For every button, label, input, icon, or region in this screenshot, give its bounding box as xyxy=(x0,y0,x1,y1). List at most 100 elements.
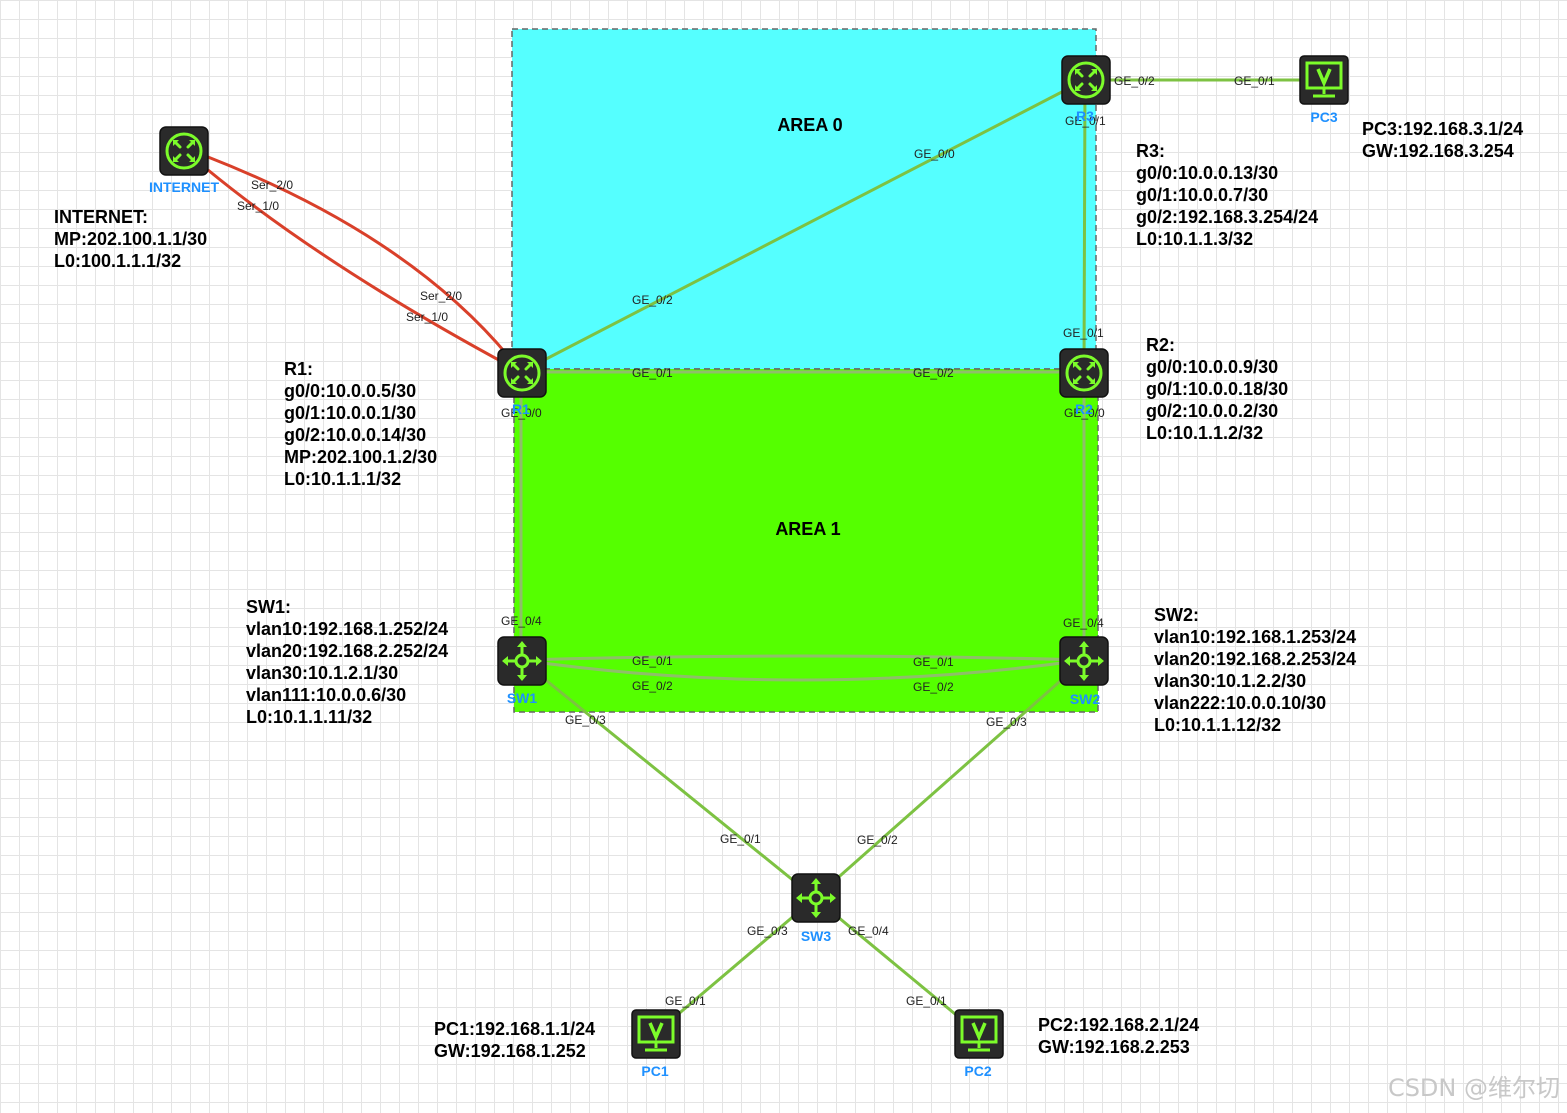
info-line: L0:10.1.1.11/32 xyxy=(246,707,373,727)
port-label: GE_0/1 xyxy=(913,655,954,669)
pc-icon xyxy=(631,1009,681,1059)
info-line: vlan30:10.1.2.1/30 xyxy=(246,663,399,683)
pc3-info: PC3:192.168.3.1/24 GW:192.168.3.254 xyxy=(1362,118,1523,162)
sw3-switch[interactable]: SW3 xyxy=(791,873,841,944)
pc3-host[interactable]: PC3 xyxy=(1299,55,1349,125)
info-line: vlan10:192.168.1.252/24 xyxy=(246,619,449,639)
link-sw1-sw3[interactable] xyxy=(520,658,816,900)
info-line: vlan111:10.0.0.6/30 xyxy=(246,685,407,705)
port-label: Ser_1/0 xyxy=(237,199,279,213)
r3-router[interactable]: R3 xyxy=(1061,55,1111,124)
device-label: PC1 xyxy=(641,1063,668,1079)
port-label: GE_0/1 xyxy=(1065,114,1106,128)
port-label: GE_0/1 xyxy=(1063,326,1104,340)
port-label: GE_0/2 xyxy=(913,680,954,694)
area-0-region xyxy=(511,28,1097,370)
internet-router[interactable]: INTERNET xyxy=(149,126,219,195)
device-label: SW1 xyxy=(507,690,538,706)
link-r1-r3[interactable] xyxy=(520,78,1086,374)
router-icon xyxy=(159,126,209,176)
port-label: GE_0/0 xyxy=(501,406,542,420)
router-icon xyxy=(1061,55,1111,105)
pc1-info: PC1:192.168.1.1/24 GW:192.168.1.252 xyxy=(434,1018,595,1062)
device-label: INTERNET xyxy=(149,179,219,195)
device-label: SW3 xyxy=(801,928,832,944)
link-r3-r2[interactable] xyxy=(1082,79,1087,373)
port-label: GE_0/2 xyxy=(1114,74,1155,88)
pc-icon xyxy=(1299,55,1349,105)
port-label: GE_0/2 xyxy=(857,833,898,847)
port-label: GE_0/1 xyxy=(632,366,673,380)
r2-router[interactable]: R2 xyxy=(1059,348,1109,417)
port-label: GE_0/0 xyxy=(914,147,955,161)
pc1-host[interactable]: PC1 xyxy=(631,1009,681,1079)
serial-link-1[interactable] xyxy=(207,168,522,374)
info-line: R3: xyxy=(1136,141,1166,161)
area-1-region xyxy=(513,368,1099,713)
info-line: MP:202.100.1.2/30 xyxy=(284,447,438,467)
device-label: SW2 xyxy=(1070,691,1101,707)
port-label: GE_0/4 xyxy=(848,924,889,938)
info-line: g0/1:10.0.0.18/30 xyxy=(1146,379,1289,399)
port-label: GE_0/2 xyxy=(913,366,954,380)
info-line: g0/2:10.0.0.2/30 xyxy=(1146,401,1279,421)
info-line: PC3:192.168.3.1/24 xyxy=(1362,119,1524,139)
port-label: GE_0/1 xyxy=(632,654,673,668)
info-line: g0/1:10.0.0.1/30 xyxy=(284,403,417,423)
port-label: GE_0/3 xyxy=(986,715,1027,729)
sw2-info: SW2: vlan10:192.168.1.253/24 vlan20:192.… xyxy=(1154,604,1356,736)
serial-link-2[interactable] xyxy=(207,155,523,373)
info-line: g0/0:10.0.0.5/30 xyxy=(284,381,417,401)
port-label: GE_0/3 xyxy=(565,713,606,727)
info-line: vlan30:10.1.2.2/30 xyxy=(1154,671,1307,691)
info-line: SW2: xyxy=(1154,605,1199,625)
info-line: vlan20:192.168.2.253/24 xyxy=(1154,649,1357,669)
r1-info: R1: g0/0:10.0.0.5/30 g0/1:10.0.0.1/30 g0… xyxy=(284,358,437,490)
device-label: R3 xyxy=(1076,108,1094,124)
info-line: MP:202.100.1.1/30 xyxy=(54,229,208,249)
info-line: L0:10.1.1.2/32 xyxy=(1146,423,1264,443)
r2-info: R2: g0/0:10.0.0.9/30 g0/1:10.0.0.18/30 g… xyxy=(1146,334,1288,444)
port-label: Ser_2/0 xyxy=(420,289,462,303)
watermark: CSDN @维尔切 xyxy=(1388,1074,1560,1102)
info-line: GW:192.168.1.252 xyxy=(434,1041,586,1061)
info-line: g0/2:10.0.0.14/30 xyxy=(284,425,427,445)
port-label: GE_0/1 xyxy=(906,994,947,1008)
info-line: L0:100.1.1.1/32 xyxy=(54,251,182,271)
r3-info: R3: g0/0:10.0.0.13/30 g0/1:10.0.0.7/30 g… xyxy=(1136,140,1318,250)
info-line: PC1:192.168.1.1/24 xyxy=(434,1019,596,1039)
info-line: GW:192.168.2.253 xyxy=(1038,1037,1190,1057)
link-sw3-pc1[interactable] xyxy=(655,896,816,1035)
info-line: R2: xyxy=(1146,335,1176,355)
sw2-switch[interactable]: SW2 xyxy=(1059,636,1109,707)
pc2-host[interactable]: PC2 xyxy=(954,1009,1004,1079)
switch-icon xyxy=(791,873,841,923)
sw1-info: SW1: vlan10:192.168.1.252/24 vlan20:192.… xyxy=(246,596,448,728)
r1-router[interactable]: R1 xyxy=(497,348,547,417)
router-icon xyxy=(497,348,547,398)
link-sw3-pc2[interactable] xyxy=(814,896,979,1035)
sw1-switch[interactable]: SW1 xyxy=(497,636,547,706)
info-line: g0/0:10.0.0.13/30 xyxy=(1136,163,1279,183)
info-line: L0:10.1.1.1/32 xyxy=(284,469,402,489)
link-sw1-sw2-1[interactable] xyxy=(520,654,1085,662)
link-sw1-sw2-2[interactable] xyxy=(520,658,1085,682)
port-label: GE_0/4 xyxy=(501,614,542,628)
switch-icon xyxy=(1059,636,1109,686)
port-label: GE_0/1 xyxy=(720,832,761,846)
device-label: PC2 xyxy=(964,1063,991,1079)
port-label: Ser_1/0 xyxy=(406,310,448,324)
info-line: GW:192.168.3.254 xyxy=(1362,141,1514,161)
link-sw2-sw3[interactable] xyxy=(814,658,1085,900)
switch-icon xyxy=(497,636,547,686)
info-line: R1: xyxy=(284,359,314,379)
port-label: GE_0/1 xyxy=(665,994,706,1008)
info-line: L0:10.1.1.12/32 xyxy=(1154,715,1282,735)
device-label: PC3 xyxy=(1310,109,1337,125)
port-label: GE_0/2 xyxy=(632,679,673,693)
info-line: INTERNET: xyxy=(54,207,148,227)
router-icon xyxy=(1059,348,1109,398)
info-line: vlan20:192.168.2.252/24 xyxy=(246,641,449,661)
